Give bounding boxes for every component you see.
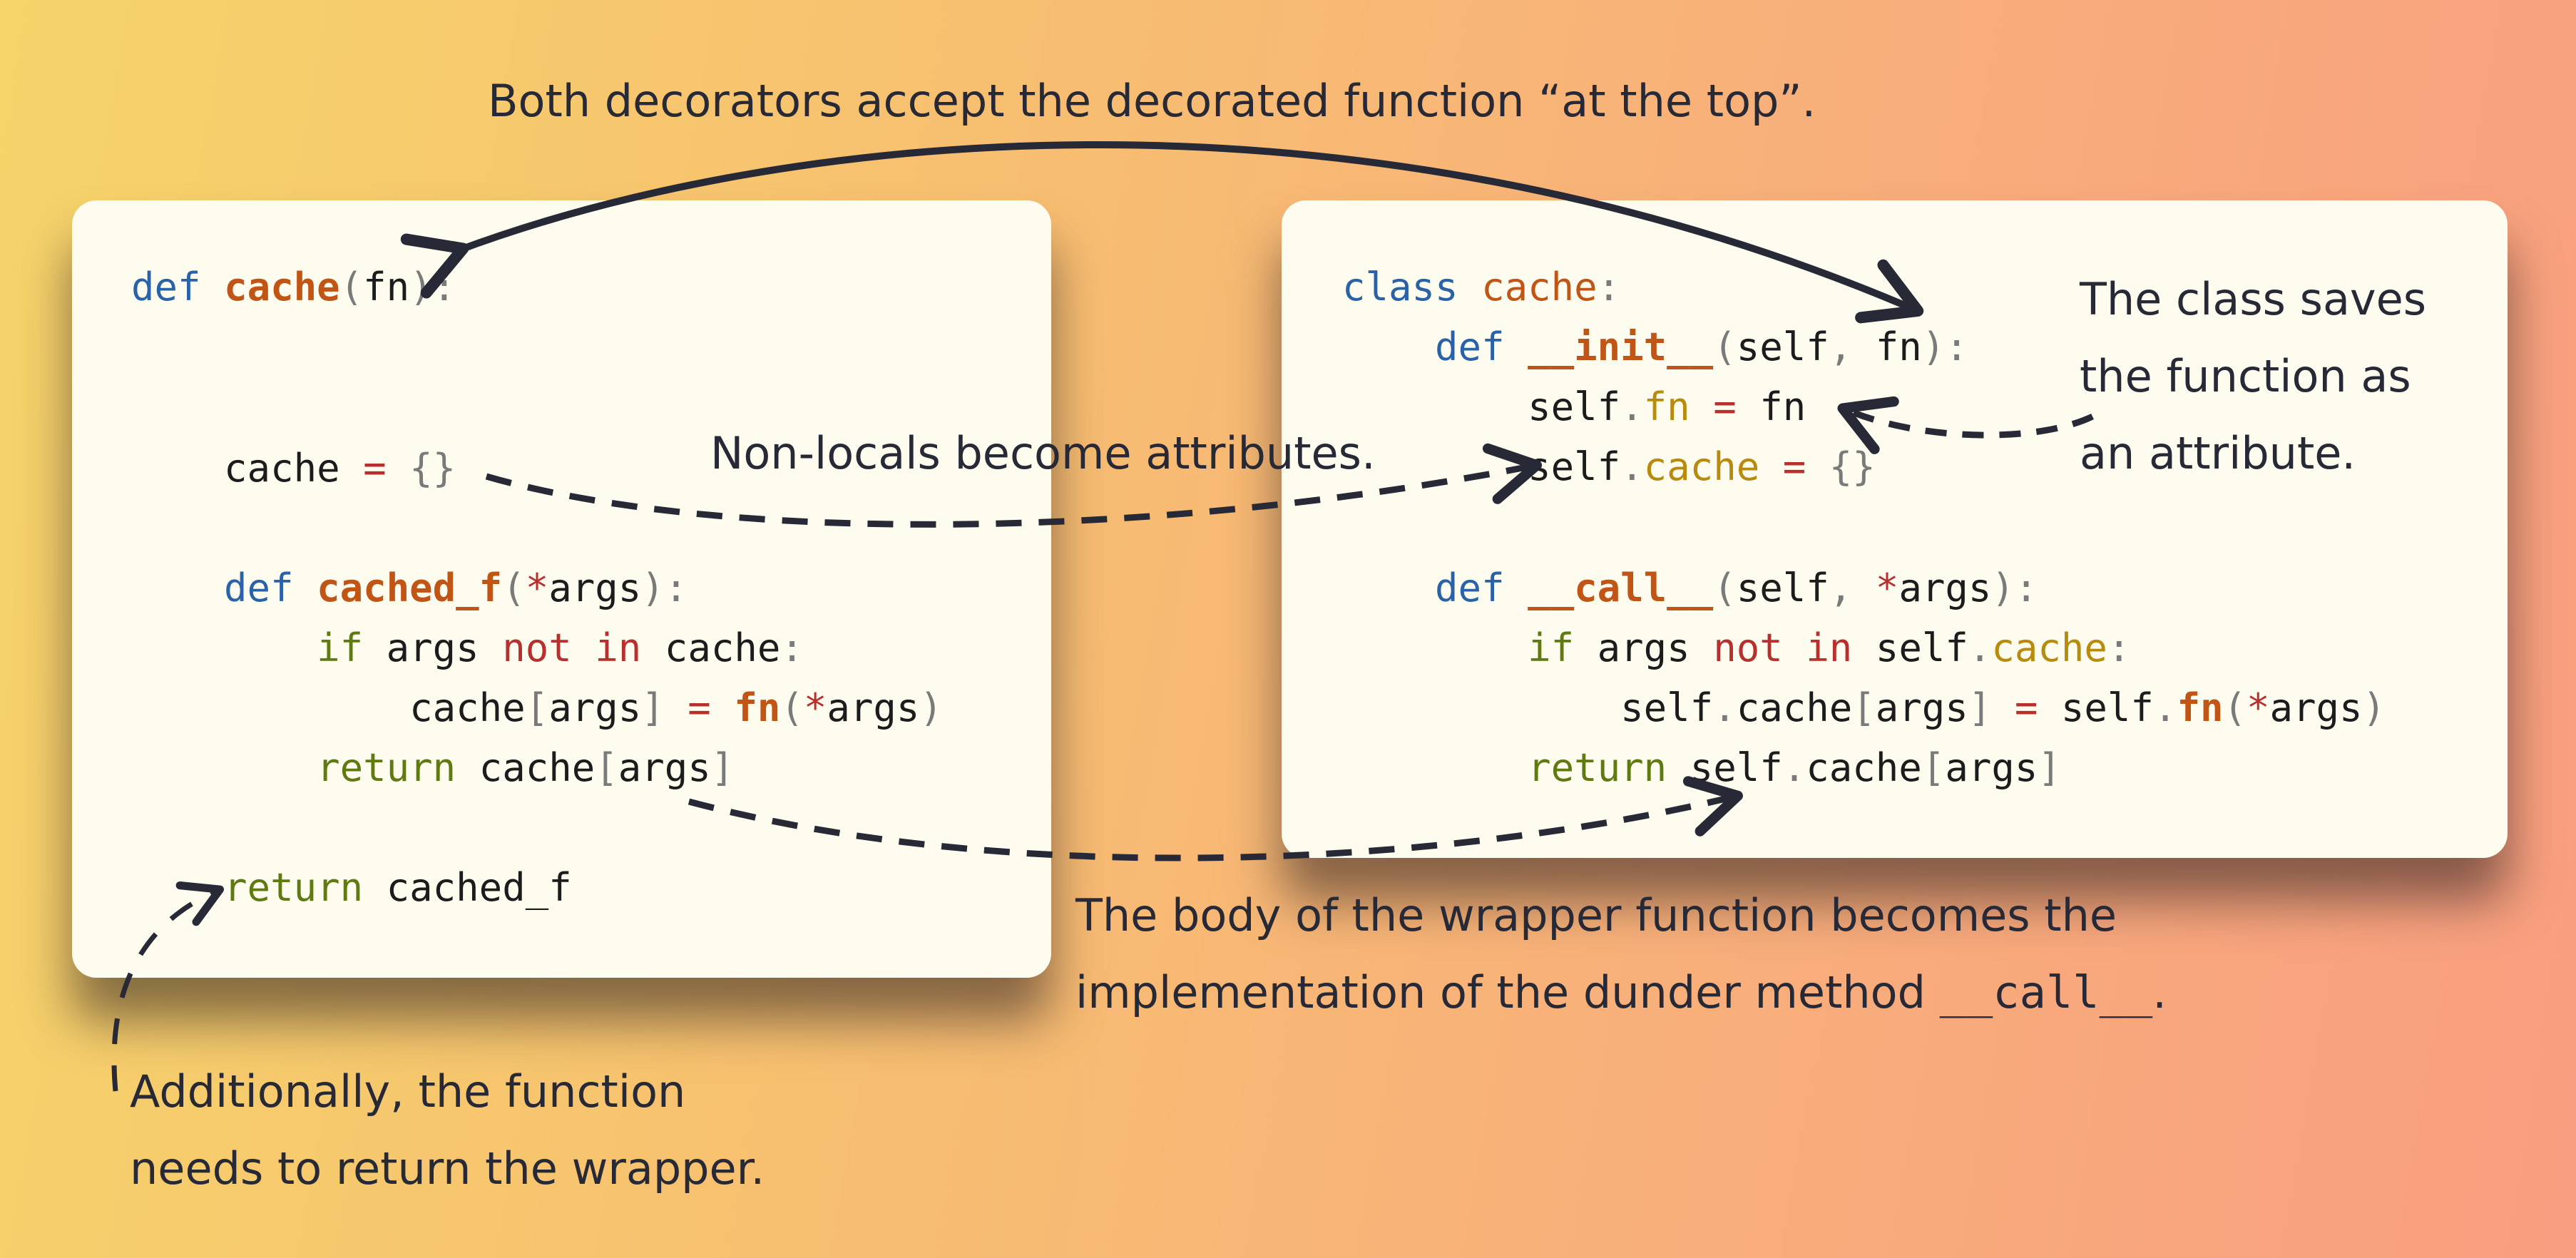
additionally-line-2: needs to return the wrapper. bbox=[130, 1142, 765, 1195]
class-saves-dashed-arrow bbox=[1837, 396, 2094, 454]
body-wrapper-dashed-arrow bbox=[688, 776, 1743, 861]
class-saves-line-3: an attribute. bbox=[2080, 427, 2356, 479]
code-line: self.cache[args] = self.fn(*args) bbox=[1342, 685, 2386, 730]
class-saves-line-2: the function as bbox=[2080, 350, 2411, 402]
code-line: def __call__(self, *args): bbox=[1435, 566, 2038, 610]
code-line: return self.cache[args] bbox=[1528, 745, 2061, 790]
class-saves-annotation: The class saves the function as an attri… bbox=[2080, 261, 2426, 492]
code-line: self.cache = {} bbox=[1342, 444, 1876, 489]
code-line: def __init__(self, fn): bbox=[1435, 324, 1968, 369]
code-line: def cached_f(*args): bbox=[224, 566, 688, 610]
title-annotation: Both decorators accept the decorated fun… bbox=[488, 75, 1816, 127]
additionally-line-1: Additionally, the function bbox=[130, 1065, 686, 1118]
dunder-call-code: __call__ bbox=[1939, 966, 2153, 1018]
code-line: return cached_f bbox=[224, 865, 572, 910]
function-decorator-card bbox=[72, 200, 1051, 978]
additionally-dashed-arrow bbox=[111, 881, 224, 1092]
body-wrapper-text: implementation of the dunder method bbox=[1075, 966, 1940, 1018]
body-wrapper-annotation: The body of the wrapper function becomes… bbox=[1075, 877, 2167, 1031]
body-wrapper-line-2: implementation of the dunder method __ca… bbox=[1075, 954, 2167, 1031]
period: . bbox=[2152, 966, 2167, 1018]
nonlocals-annotation: Non-locals become attributes. bbox=[710, 427, 1376, 479]
top-arc-arrow bbox=[400, 141, 1924, 324]
code-line: if args not in self.cache: bbox=[1528, 625, 2131, 670]
code-line: cache = {} bbox=[131, 446, 456, 491]
code-line: if args not in cache: bbox=[317, 625, 804, 670]
additionally-annotation: Additionally, the function needs to retu… bbox=[130, 1053, 765, 1207]
nonlocals-dashed-arrow bbox=[485, 443, 1543, 528]
code-line: cache[args] = fn(*args) bbox=[131, 685, 943, 730]
code-line: self.fn = fn bbox=[1342, 384, 1806, 429]
code-line: return cache[args] bbox=[317, 745, 735, 790]
class-saves-line-1: The class saves bbox=[2080, 273, 2427, 325]
body-wrapper-line-1: The body of the wrapper function becomes… bbox=[1075, 889, 2117, 941]
